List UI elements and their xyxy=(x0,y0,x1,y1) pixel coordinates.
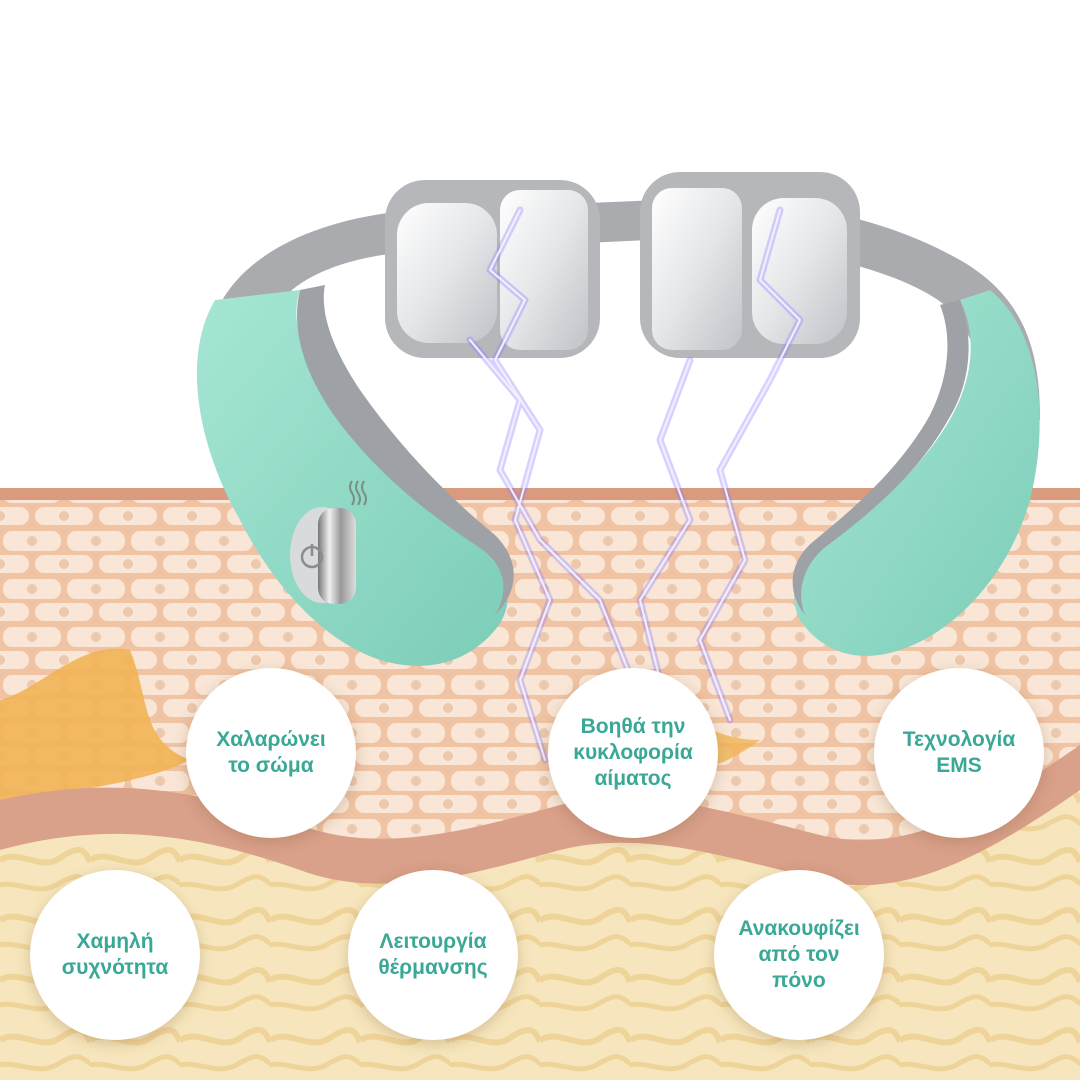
device-right-arm-inner xyxy=(792,300,969,615)
lightning-icon xyxy=(466,206,804,764)
feature-label: Βοηθά την κυκλοφορία αίματος xyxy=(573,715,693,790)
feature-badge-heating: Λειτουργία θέρμανσης xyxy=(348,870,518,1040)
basal-layer xyxy=(0,745,1080,886)
device-right-arm xyxy=(794,290,1040,656)
feature-badge-relax: Χαλαρώνει το σώμα xyxy=(186,668,356,838)
electrode-pad xyxy=(752,198,847,344)
feature-label: Λειτουργία θέρμανσης xyxy=(378,930,488,979)
feature-label: Χαμηλή συχνότητα xyxy=(61,930,169,979)
power-knob xyxy=(290,507,356,604)
fat-tissue xyxy=(0,648,190,800)
feature-label: Ανακουφίζει από τον πόνο xyxy=(738,917,860,992)
electrode-pad xyxy=(397,203,497,343)
device-left-arm xyxy=(196,290,508,666)
feature-label: Τεχνολογία EMS xyxy=(902,728,1016,777)
feature-badge-low-frequency: Χαμηλή συχνότητα xyxy=(30,870,200,1040)
feature-badge-pain-relief: Ανακουφίζει από τον πόνο xyxy=(714,870,884,1040)
heat-waves-icon xyxy=(349,480,367,506)
neck-massager xyxy=(196,172,1040,666)
electrode-pad xyxy=(652,188,742,350)
feature-badge-ems: Τεχνολογία EMS xyxy=(874,668,1044,838)
device-left-arm-inner xyxy=(297,285,514,615)
electrode-pad xyxy=(500,190,588,350)
feature-label: Χαλαρώνει το σώμα xyxy=(216,728,326,777)
feature-badge-circulation: Βοηθά την κυκλοφορία αίματος xyxy=(548,668,718,838)
